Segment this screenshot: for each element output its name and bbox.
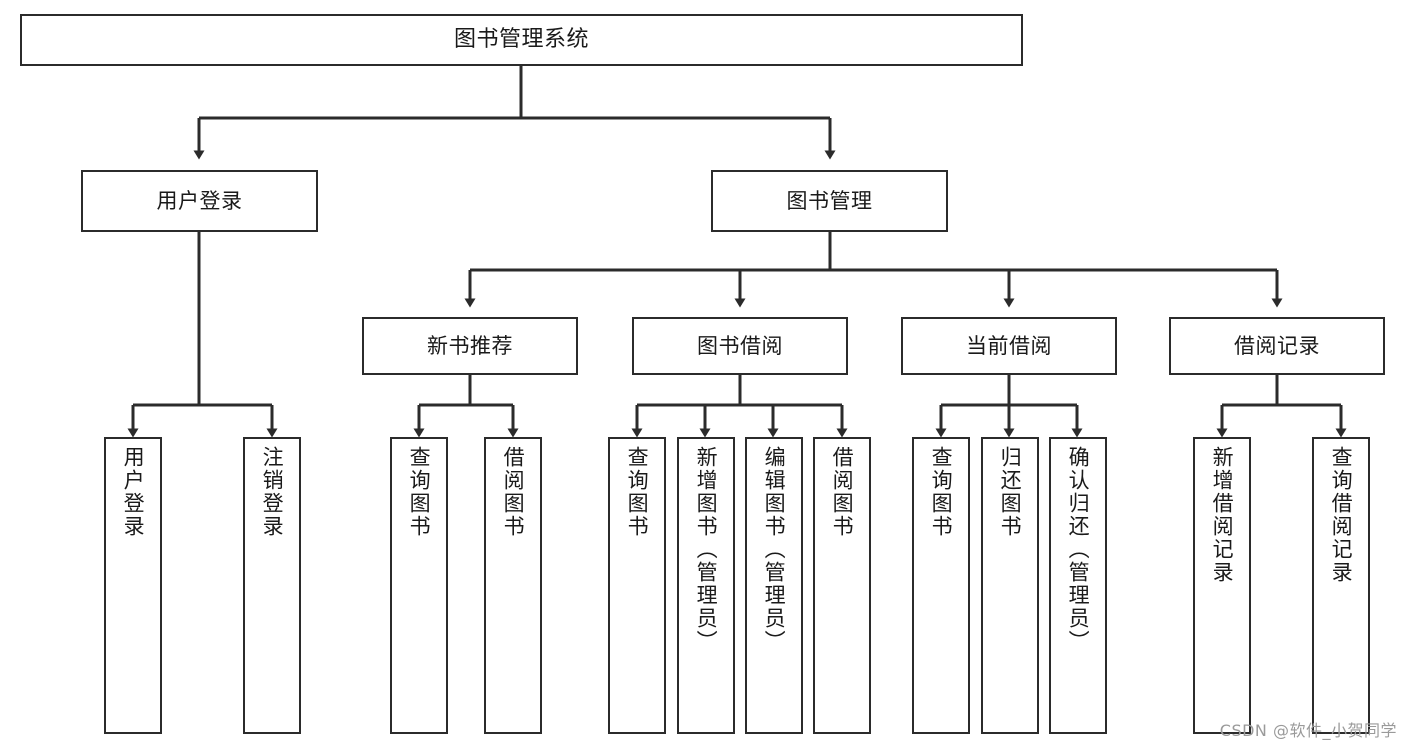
- node-root-label: 图书管理系统: [453, 27, 589, 53]
- leaf-query-record-label: 查询借阅记录: [1329, 446, 1354, 584]
- node-new-book-recommend[interactable]: 新书推荐: [362, 317, 578, 375]
- leaf-return-book-label: 归还图书: [998, 446, 1023, 538]
- leaf-query-book-2-label: 查询图书: [625, 446, 650, 538]
- node-borrow-record[interactable]: 借阅记录: [1169, 317, 1385, 375]
- leaf-return-book[interactable]: 归还图书: [981, 437, 1039, 734]
- leaf-borrow-book-1[interactable]: 借阅图书: [484, 437, 542, 734]
- leaf-borrow-book-2[interactable]: 借阅图书: [813, 437, 871, 734]
- leaf-confirm-return-label: 确认归还（管理员）: [1066, 446, 1091, 653]
- watermark: CSDN @软件_小贺同学: [1219, 721, 1397, 740]
- leaf-query-book-3-label: 查询图书: [929, 446, 954, 538]
- node-borrow-record-label: 借阅记录: [1234, 333, 1320, 358]
- leaf-confirm-return[interactable]: 确认归还（管理员）: [1049, 437, 1107, 734]
- leaf-query-book-1[interactable]: 查询图书: [390, 437, 448, 734]
- leaf-query-record[interactable]: 查询借阅记录: [1312, 437, 1370, 734]
- node-current-borrow[interactable]: 当前借阅: [901, 317, 1117, 375]
- leaf-edit-book[interactable]: 编辑图书（管理员）: [745, 437, 803, 734]
- leaf-add-book[interactable]: 新增图书（管理员）: [677, 437, 735, 734]
- leaf-logout-label: 注销登录: [260, 446, 285, 538]
- leaf-add-book-label: 新增图书（管理员）: [694, 446, 719, 653]
- node-book-borrow[interactable]: 图书借阅: [632, 317, 848, 375]
- leaf-query-book-3[interactable]: 查询图书: [912, 437, 970, 734]
- leaf-logout[interactable]: 注销登录: [243, 437, 301, 734]
- leaf-borrow-book-1-label: 借阅图书: [501, 446, 526, 538]
- node-user-login-label: 用户登录: [156, 188, 243, 213]
- leaf-add-record-label: 新增借阅记录: [1210, 446, 1235, 584]
- node-user-login[interactable]: 用户登录: [81, 170, 318, 232]
- leaf-add-record[interactable]: 新增借阅记录: [1193, 437, 1251, 734]
- leaf-user-login-label: 用户登录: [121, 446, 146, 538]
- leaf-user-login[interactable]: 用户登录: [104, 437, 162, 734]
- leaf-edit-book-label: 编辑图书（管理员）: [762, 446, 787, 653]
- node-root[interactable]: 图书管理系统: [20, 14, 1023, 66]
- leaf-query-book-2[interactable]: 查询图书: [608, 437, 666, 734]
- leaf-query-book-1-label: 查询图书: [407, 446, 432, 538]
- node-book-manage[interactable]: 图书管理: [711, 170, 948, 232]
- leaf-borrow-book-2-label: 借阅图书: [830, 446, 855, 538]
- node-current-borrow-label: 当前借阅: [966, 333, 1052, 358]
- node-book-borrow-label: 图书借阅: [697, 333, 783, 358]
- node-new-book-recommend-label: 新书推荐: [427, 333, 513, 358]
- node-book-manage-label: 图书管理: [786, 188, 873, 213]
